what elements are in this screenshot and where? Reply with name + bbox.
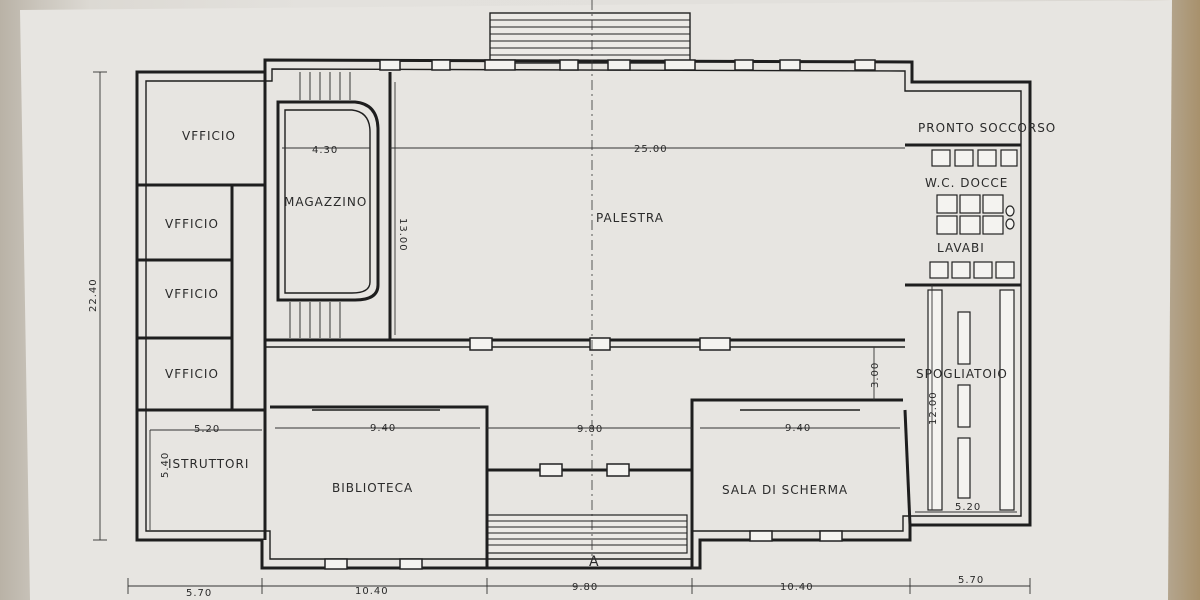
right-service-walls	[903, 143, 1021, 526]
paper-sheet	[20, 0, 1172, 600]
dimension-label-spogliatoio-width: 5.20	[955, 502, 981, 513]
atrio-elements	[487, 463, 692, 477]
locker-benches	[927, 289, 1015, 511]
dimension-label-palestra-width: 25.00	[634, 144, 668, 155]
dimension-label-spogliatoio-depth: 12.00	[928, 391, 939, 425]
room-label-lavabi: LAVABI	[937, 241, 985, 255]
bottom-entrance-steps	[486, 514, 688, 554]
room-label-istruttori: ISTRUTTORI	[168, 457, 249, 471]
dimension-lines	[93, 71, 1031, 594]
dimension-label-palestra-depth: 13.00	[397, 218, 408, 252]
dimension-label-bottom-left: 5.70	[186, 588, 212, 599]
room-label-biblioteca: BIBLIOTECA	[332, 481, 413, 495]
room-label-wc-docce: W.C. DOCCE	[925, 176, 1008, 190]
corridor-walls	[265, 337, 905, 351]
dimension-label-istruttori-width: 5.20	[194, 424, 220, 435]
room-label-ufficio-4: VFFICIO	[165, 367, 219, 381]
top-entrance-steps	[489, 12, 691, 64]
room-label-ufficio-2: VFFICIO	[165, 217, 219, 231]
dimension-label-biblioteca-width: 9.40	[370, 423, 396, 434]
room-label-magazzino: MAGAZZINO	[284, 195, 367, 209]
left-offices-walls	[137, 72, 267, 540]
room-label-pronto-soccorso: PRONTO SOCCORSO	[918, 121, 1056, 135]
magazzino-walls	[276, 72, 392, 340]
dimension-label-istruttori-depth: 5.40	[160, 452, 171, 478]
dimension-label-scherma-width: 9.40	[785, 423, 811, 434]
biblioteca-walls	[270, 405, 489, 570]
dimension-label-corridor-depth: 3.00	[870, 362, 881, 388]
sala-scherma-walls	[690, 398, 903, 568]
dimension-label-height-total: 22.40	[88, 278, 99, 312]
wc-fixtures	[931, 149, 1018, 167]
room-label-ufficio-1: VFFICIO	[182, 129, 236, 143]
washbasin-fixtures	[929, 261, 1015, 279]
dimension-label-bottom-right: 5.70	[958, 575, 984, 586]
room-label-palestra: PALESTRA	[596, 211, 664, 225]
outer-walls	[135, 58, 1032, 570]
room-label-sala-scherma: SALA DI SCHERMA	[722, 483, 848, 497]
dimension-label-atrio-width: 9.80	[577, 424, 603, 435]
dimension-label-bottom-biblioteca: 10.40	[355, 586, 389, 597]
dimension-label-bottom-scherma: 10.40	[780, 582, 814, 593]
room-label-ufficio-3: VFFICIO	[165, 287, 219, 301]
magazzino-stairs	[289, 72, 351, 338]
shower-fixtures	[936, 194, 1015, 235]
section-marker-label: A	[589, 554, 600, 570]
dimension-label-bottom-atrio: 9.80	[572, 582, 598, 593]
room-label-spogliatoio: SPOGLIATOIO	[916, 367, 1008, 381]
palestra-top-windows	[379, 59, 876, 71]
dimension-label-magazzino-width: 4.30	[312, 145, 338, 156]
